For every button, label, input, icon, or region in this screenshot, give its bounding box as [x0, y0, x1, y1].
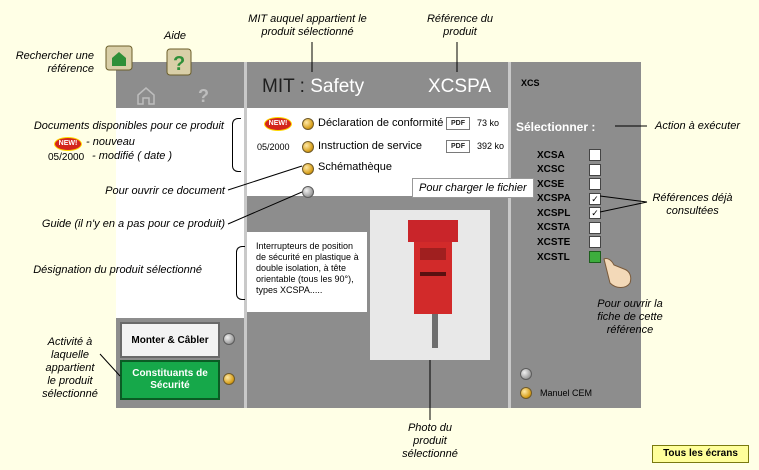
reference-code[interactable]: XCSTL: [537, 252, 570, 263]
new-badge: NEW!: [264, 117, 292, 131]
annotation-photo: Photo du produit sélectionné: [402, 422, 458, 460]
reference-checkbox[interactable]: [589, 178, 601, 190]
description-area: [247, 232, 367, 312]
product-photo: [370, 210, 490, 360]
search-hand-icon[interactable]: [104, 40, 138, 80]
brace-docs: [232, 118, 241, 172]
annotation-activity: Activité à laquelle appartient le produi…: [42, 336, 98, 400]
document-size: 73 ko: [477, 118, 500, 128]
product-description: Interrupteurs de position de sécurité en…: [256, 241, 359, 295]
all-screens-button[interactable]: Tous les écrans: [652, 445, 749, 463]
annotation-consulted: Références déjà consultées: [652, 192, 733, 217]
product-reference: XCSPA: [428, 76, 492, 97]
legend-date: 05/2000: [48, 152, 85, 163]
mit-title: MIT : Safety: [262, 76, 365, 97]
activity-button-monter[interactable]: Monter & Câbler: [120, 322, 220, 358]
search-reference-icon[interactable]: [135, 84, 157, 106]
reference-checkbox[interactable]: [589, 164, 601, 176]
annotation-open-ref: Pour ouvrir la fiche de cette référence: [597, 298, 663, 336]
annotation-action: Action à exécuter: [655, 120, 740, 132]
document-date: 05/2000: [257, 142, 290, 152]
annotation-open-doc: Pour ouvrir ce document: [105, 185, 225, 197]
annotation-guide: Guide (il n'y en a pas pour ce produit): [41, 218, 225, 230]
reference-code[interactable]: XCSPL: [537, 208, 571, 219]
manual-led[interactable]: [520, 387, 532, 399]
reference-checkbox[interactable]: [589, 149, 601, 161]
reference-checkbox-checked[interactable]: ✓: [589, 193, 601, 205]
reference-code[interactable]: XCSA: [537, 150, 565, 161]
document-label[interactable]: Déclaration de conformité: [318, 117, 444, 129]
reference-checkbox[interactable]: [589, 222, 601, 234]
reference-code[interactable]: XCSTE: [537, 237, 571, 248]
annotation-help: Aide: [163, 30, 187, 42]
reference-code[interactable]: XCSE: [537, 179, 565, 190]
activity-list-area: [116, 108, 244, 318]
document-label[interactable]: Instruction de service: [318, 140, 422, 152]
legend-modified: - modifié ( date ): [92, 150, 173, 162]
activity-led[interactable]: [223, 333, 235, 345]
svg-text:?: ?: [173, 53, 185, 75]
help-hand-icon[interactable]: ?: [165, 45, 195, 85]
document-led[interactable]: [302, 141, 314, 153]
activity-button-securite[interactable]: Constituants de Sécurité: [120, 360, 220, 400]
document-led[interactable]: [302, 118, 314, 130]
annotation-search: Rechercher une référence: [15, 50, 94, 75]
help-icon[interactable]: ?: [196, 84, 212, 106]
pdf-icon[interactable]: PDF: [446, 140, 470, 153]
reference-checkbox[interactable]: [589, 236, 601, 248]
panel-separator-right: [508, 62, 511, 408]
guide-led[interactable]: [302, 186, 314, 198]
tooltip-load-file: Pour charger le fichier: [412, 178, 534, 198]
legend-new-badge: NEW!: [54, 137, 82, 151]
manual-label[interactable]: Manuel CEM: [540, 388, 593, 398]
reference-checkbox-current[interactable]: [589, 251, 601, 263]
annotation-designation: Désignation du produit sélectionné: [33, 264, 202, 276]
reference-code[interactable]: XCSPA: [537, 193, 571, 204]
manual-led-empty: [520, 368, 532, 380]
document-led[interactable]: [302, 163, 314, 175]
annotation-mit: MIT auquel appartient le produit sélecti…: [248, 13, 367, 38]
reference-code[interactable]: XCSC: [537, 164, 565, 175]
legend-new: - nouveau: [86, 136, 135, 148]
brace-designation: [236, 246, 245, 300]
hand-pointer-icon: [600, 255, 634, 291]
svg-text:?: ?: [198, 86, 209, 106]
reference-code[interactable]: XCSTA: [537, 222, 571, 233]
annotation-reference: Référence du produit: [426, 13, 494, 38]
product-family: XCS: [521, 78, 540, 88]
document-label[interactable]: Schémathèque: [318, 161, 392, 173]
reference-checkbox-checked[interactable]: ✓: [589, 207, 601, 219]
select-label: Sélectionner :: [516, 120, 596, 134]
pdf-icon[interactable]: PDF: [446, 117, 470, 130]
document-size: 392 ko: [477, 141, 505, 151]
panel-separator-left: [244, 62, 247, 408]
annotation-docs: Documents disponibles pour ce produit: [33, 120, 224, 132]
activity-led-active[interactable]: [223, 373, 235, 385]
mit-value: Safety: [310, 76, 365, 97]
